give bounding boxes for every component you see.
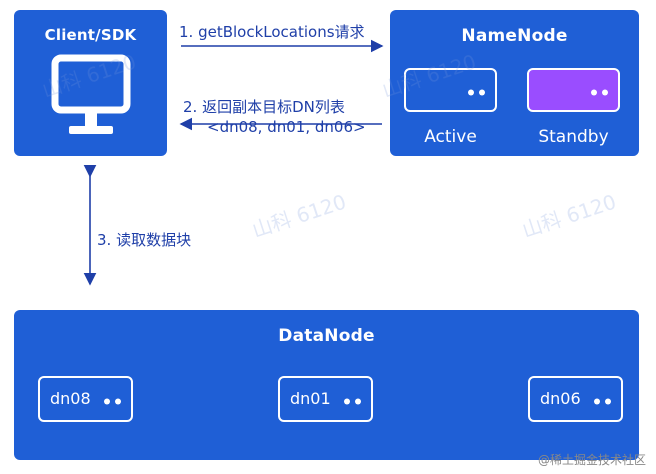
datanode-title: DataNode <box>278 326 375 346</box>
step2-detail: <dn08, dn01, dn06> <box>207 118 366 136</box>
standby-server-icon <box>527 68 620 112</box>
step3-label: 3. 读取数据块 <box>97 231 192 249</box>
datanode-dn08: dn08 <box>38 376 133 422</box>
dn-label: dn08 <box>50 389 91 408</box>
standby-label: Standby <box>538 127 609 147</box>
namenode-title: NameNode <box>461 26 568 46</box>
active-label: Active <box>424 127 477 147</box>
datanode-dn01: dn01 <box>278 376 373 422</box>
client-title: Client/SDK <box>44 26 137 44</box>
datanode-panel: DataNode dn08 dn01 dn06 <box>14 310 639 460</box>
dn-label: dn06 <box>540 389 581 408</box>
step2-label: 2. 返回副本目标DN列表 <box>183 98 345 116</box>
credit-text: @稀土掘金技术社区 <box>537 453 646 467</box>
active-server-icon <box>404 68 497 112</box>
datanode-dn06: dn06 <box>528 376 623 422</box>
dn-label: dn01 <box>290 389 331 408</box>
namenode-panel: NameNode Active Standby <box>390 10 639 156</box>
step1-label: 1. getBlockLocations请求 <box>179 23 365 41</box>
client-sdk-panel: Client/SDK <box>14 10 167 156</box>
monitor-icon <box>51 54 131 134</box>
